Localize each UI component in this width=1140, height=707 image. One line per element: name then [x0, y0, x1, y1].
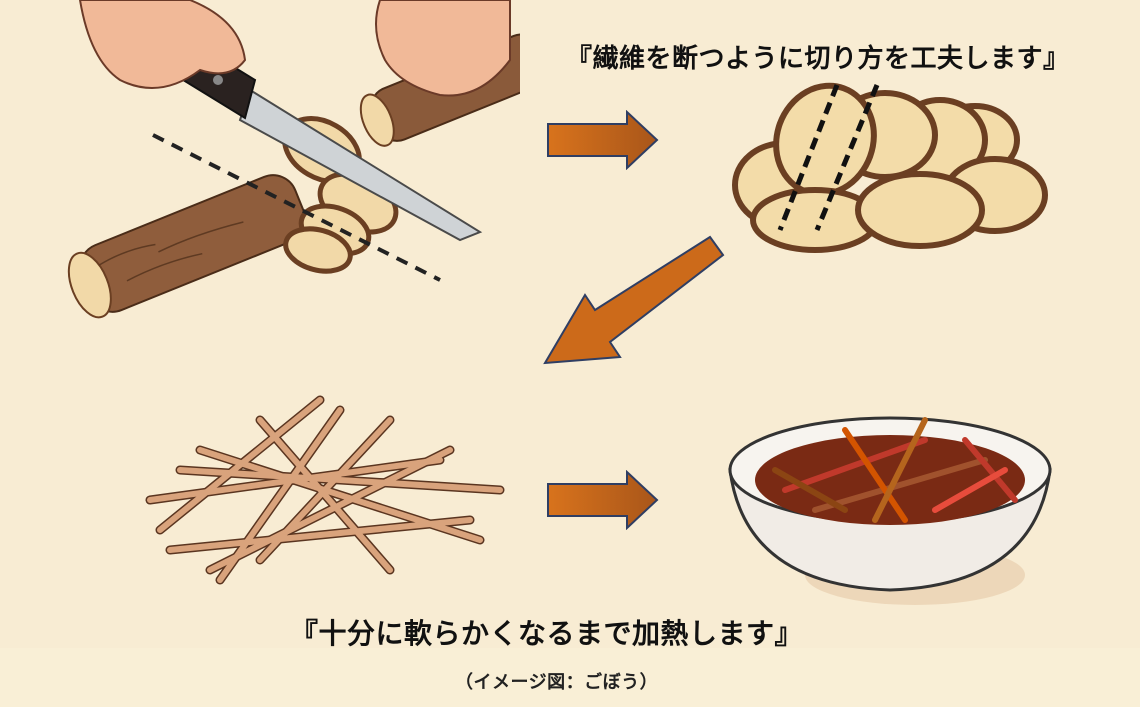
caption-heat-until-soft: 『十分に軟らかくなるまで加熱します』 [290, 617, 804, 650]
cutting-illustration [40, 0, 520, 330]
arrow-right-icon [545, 470, 660, 530]
image-note: （イメージ図：ごぼう） [455, 672, 659, 693]
julienne-strips-illustration [140, 390, 520, 590]
slices-illustration [725, 80, 1055, 255]
cooked-bowl-illustration [725, 400, 1055, 615]
arrow-down-left-icon [540, 235, 725, 370]
arrow-right-icon [545, 110, 660, 170]
caption-cut-across-fibers: 『繊維を断つように切り方を工夫します』 [566, 44, 1070, 74]
